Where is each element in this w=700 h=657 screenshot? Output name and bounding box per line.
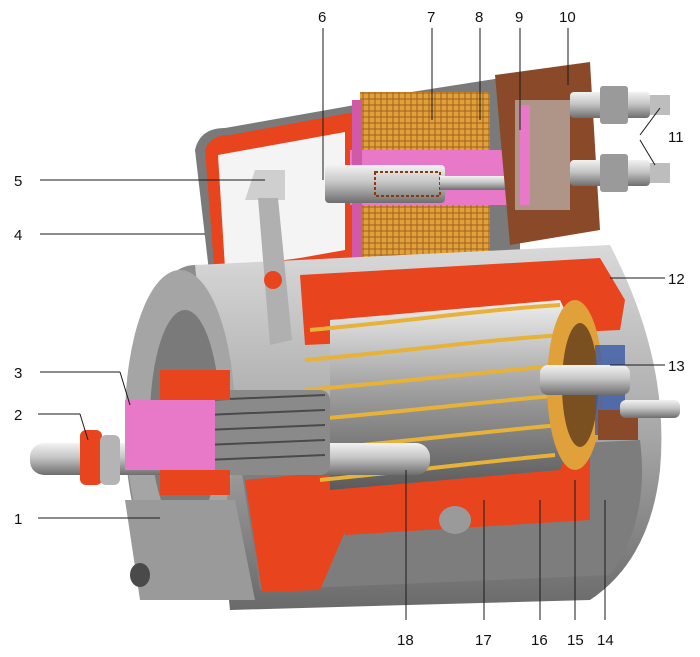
callout-17: 17 (475, 632, 492, 649)
callout-10: 10 (559, 9, 576, 26)
callout-labels: 1 2 3 4 5 6 7 8 9 10 11 12 13 14 15 16 1… (14, 9, 685, 649)
callout-13: 13 (668, 358, 685, 375)
callout-3: 3 (14, 365, 22, 382)
callout-14: 14 (597, 632, 614, 649)
solenoid-terminal-cover (495, 62, 600, 245)
leader-11a (639, 107, 661, 136)
leader-11b (639, 139, 656, 166)
overrunning-clutch (125, 370, 230, 495)
solenoid-plunger (325, 165, 525, 203)
callout-4: 4 (14, 227, 22, 244)
callout-11: 11 (668, 129, 684, 146)
leader-lines (38, 28, 665, 620)
callout-8: 8 (475, 9, 483, 26)
callout-18: 18 (397, 632, 414, 649)
terminal-bolts (570, 86, 670, 192)
shaft-collar (80, 430, 120, 485)
callout-12: 12 (668, 271, 685, 288)
callout-9: 9 (515, 9, 523, 26)
leader-3b (119, 371, 131, 406)
callout-15: 15 (567, 632, 584, 649)
shift-lever (245, 170, 292, 345)
callout-16: 16 (531, 632, 548, 649)
callout-7: 7 (427, 9, 435, 26)
callout-6: 6 (318, 9, 326, 26)
pinion-gear (200, 390, 330, 475)
callout-1: 1 (14, 511, 22, 528)
leader-2b (79, 413, 89, 441)
callout-2: 2 (14, 407, 22, 424)
callout-5: 5 (14, 173, 22, 190)
